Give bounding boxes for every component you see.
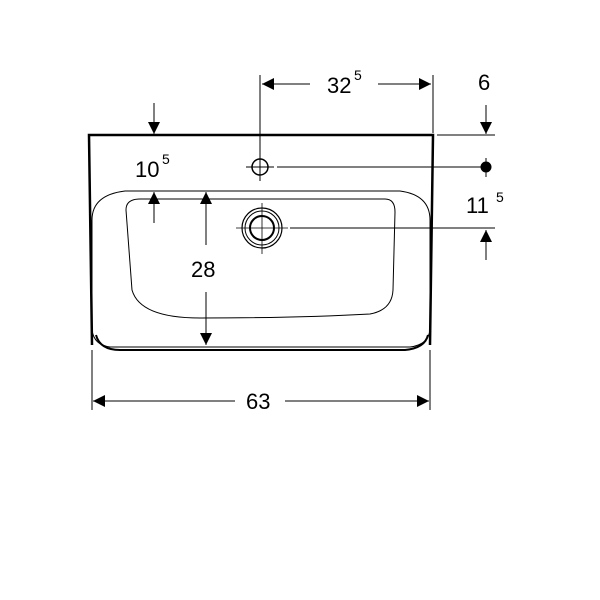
dim-width: 63 <box>246 389 270 414</box>
dim-tap-offset-sup: 5 <box>354 67 362 83</box>
dim-tap-to-drain: 11 <box>466 193 489 218</box>
basin-outline <box>87 133 435 351</box>
dim-tap-to-drain-sup: 5 <box>496 189 504 205</box>
dim-rim-depth-sup: 5 <box>162 151 170 167</box>
tap-hole-icon <box>246 75 492 181</box>
dim-bowl-depth: 28 <box>191 257 215 282</box>
dim-rim-depth: 10 <box>135 157 159 182</box>
dim-tap-offset: 32 <box>327 73 351 98</box>
dim-top-offset: 6 <box>478 70 490 95</box>
drain-icon <box>236 203 495 254</box>
